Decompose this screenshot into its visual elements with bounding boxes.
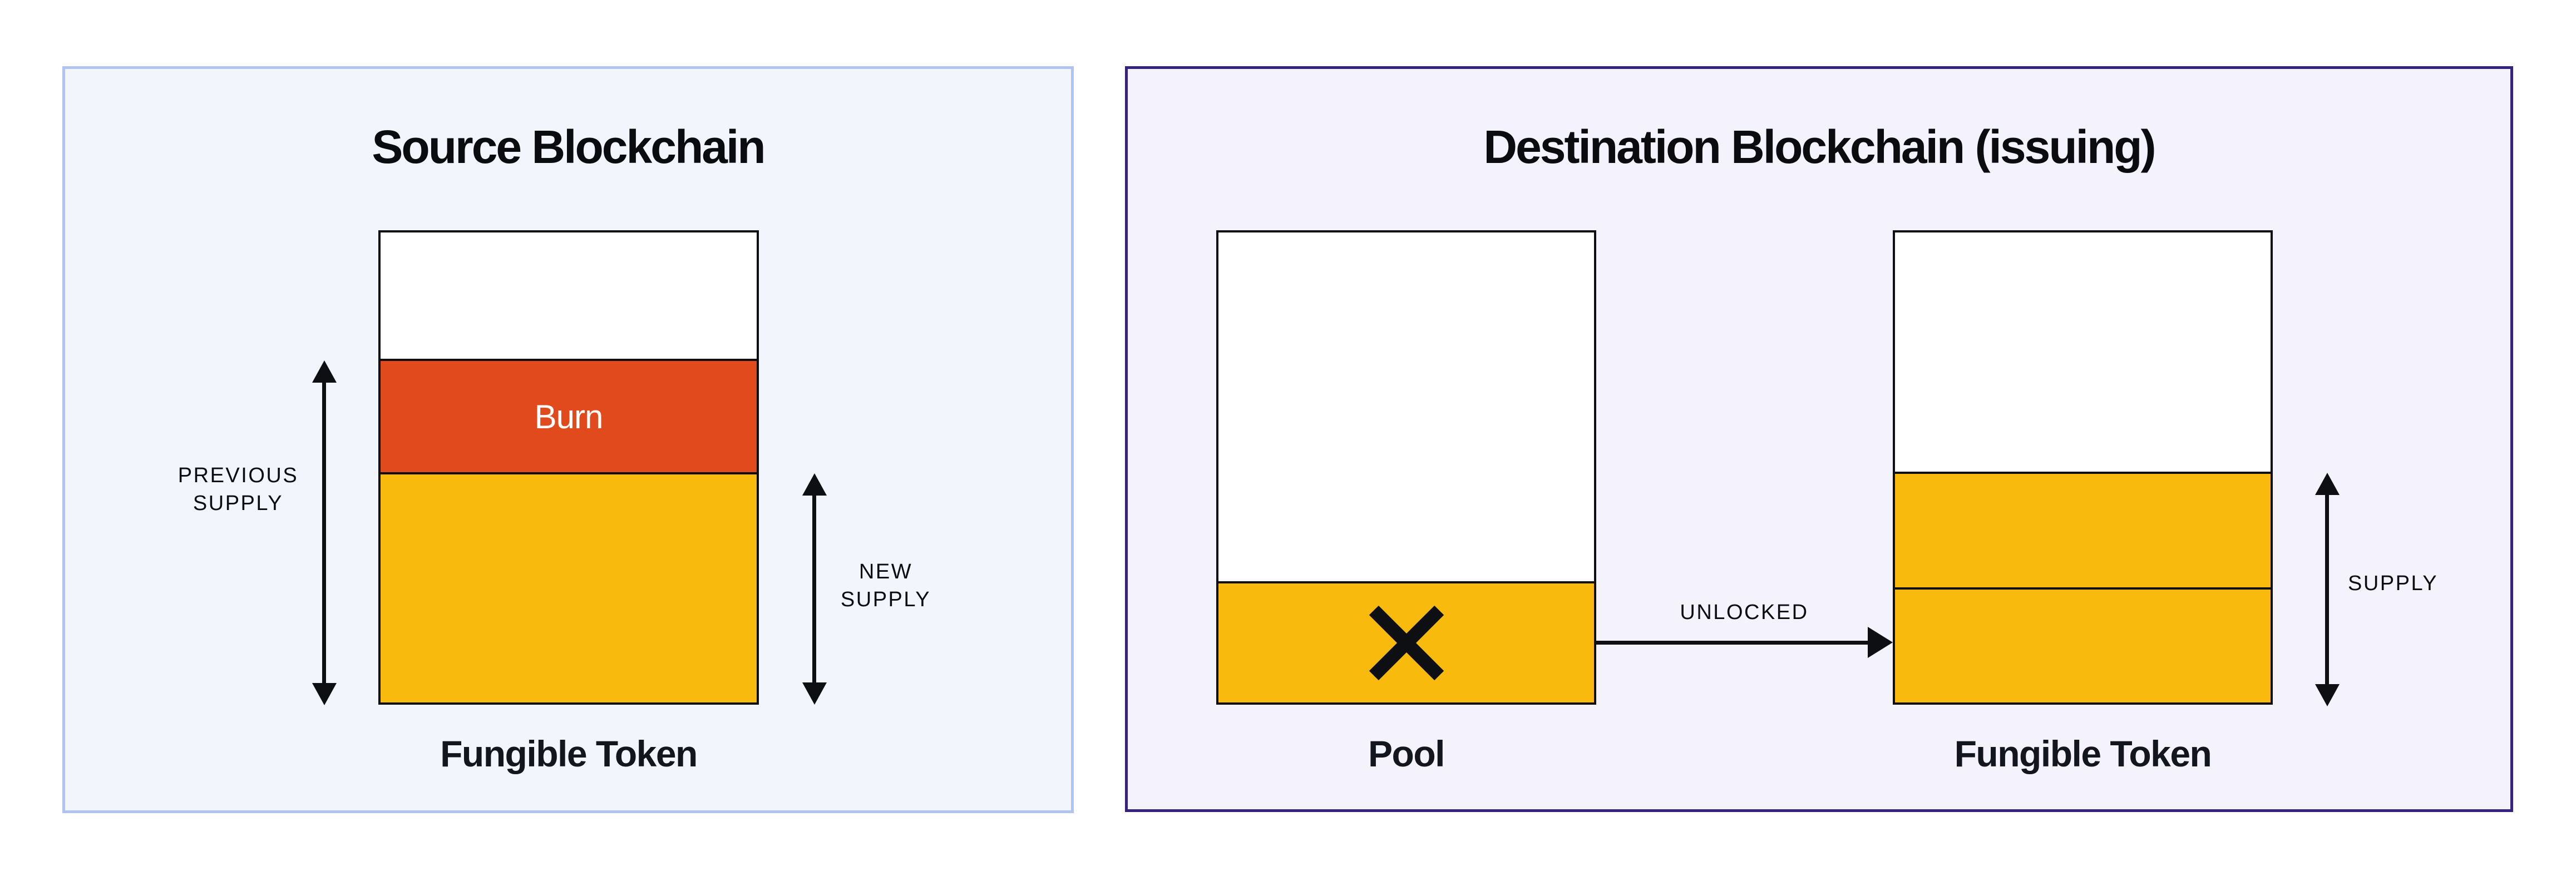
previous-supply-arrow [312,360,337,705]
destination-panel-title: Destination Blockchain (issuing) [1483,121,2156,173]
arrow-shaft [322,380,326,685]
burn-segment: Burn [381,359,757,474]
minted-segment [1895,472,2271,590]
new-supply-label: NEW SUPPLY [774,558,997,613]
arrowhead-up-icon [2315,473,2340,495]
new-supply-arrow [802,473,827,705]
arrowhead-up-icon [802,473,827,496]
unlocked-label: UNLOCKED [1680,601,1809,624]
arrowhead-up-icon [312,360,337,383]
arrowhead-right-icon [1868,627,1893,658]
source-token-bar: Burn [378,230,759,705]
new-supply-label-line1: NEW [858,560,913,583]
destination-blockchain-panel: Destination Blockchain (issuing) Pool UN… [1125,66,2513,812]
burn-label: Burn [534,398,604,435]
cross-icon [1369,605,1444,681]
new-supply-label-line2: SUPPLY [840,588,931,611]
base-supply-segment [1895,590,2271,702]
source-blockchain-panel: Source Blockchain Burn Fungible Token PR… [62,66,1074,813]
destination-bar-caption: Fungible Token [1954,733,2212,774]
supply-label: SUPPLY [2348,572,2439,595]
previous-supply-label: PREVIOUS SUPPLY [127,462,349,517]
arrowhead-down-icon [802,682,827,705]
previous-supply-label-line1: PREVIOUS [177,464,299,487]
pool-locked-segment [1218,581,1594,702]
supply-arrow [2315,473,2340,706]
unlocked-arrow [1596,641,1868,645]
source-bar-caption: Fungible Token [440,733,698,774]
destination-token-bar [1893,230,2273,705]
arrowhead-down-icon [2315,684,2340,706]
pool-bar [1216,230,1596,705]
previous-supply-label-line2: SUPPLY [193,492,284,515]
arrow-shaft [2325,493,2329,686]
pool-caption: Pool [1368,733,1445,774]
arrow-shaft [812,493,816,685]
new-supply-segment [381,474,757,702]
arrowhead-down-icon [312,683,337,705]
source-panel-title: Source Blockchain [372,121,766,173]
